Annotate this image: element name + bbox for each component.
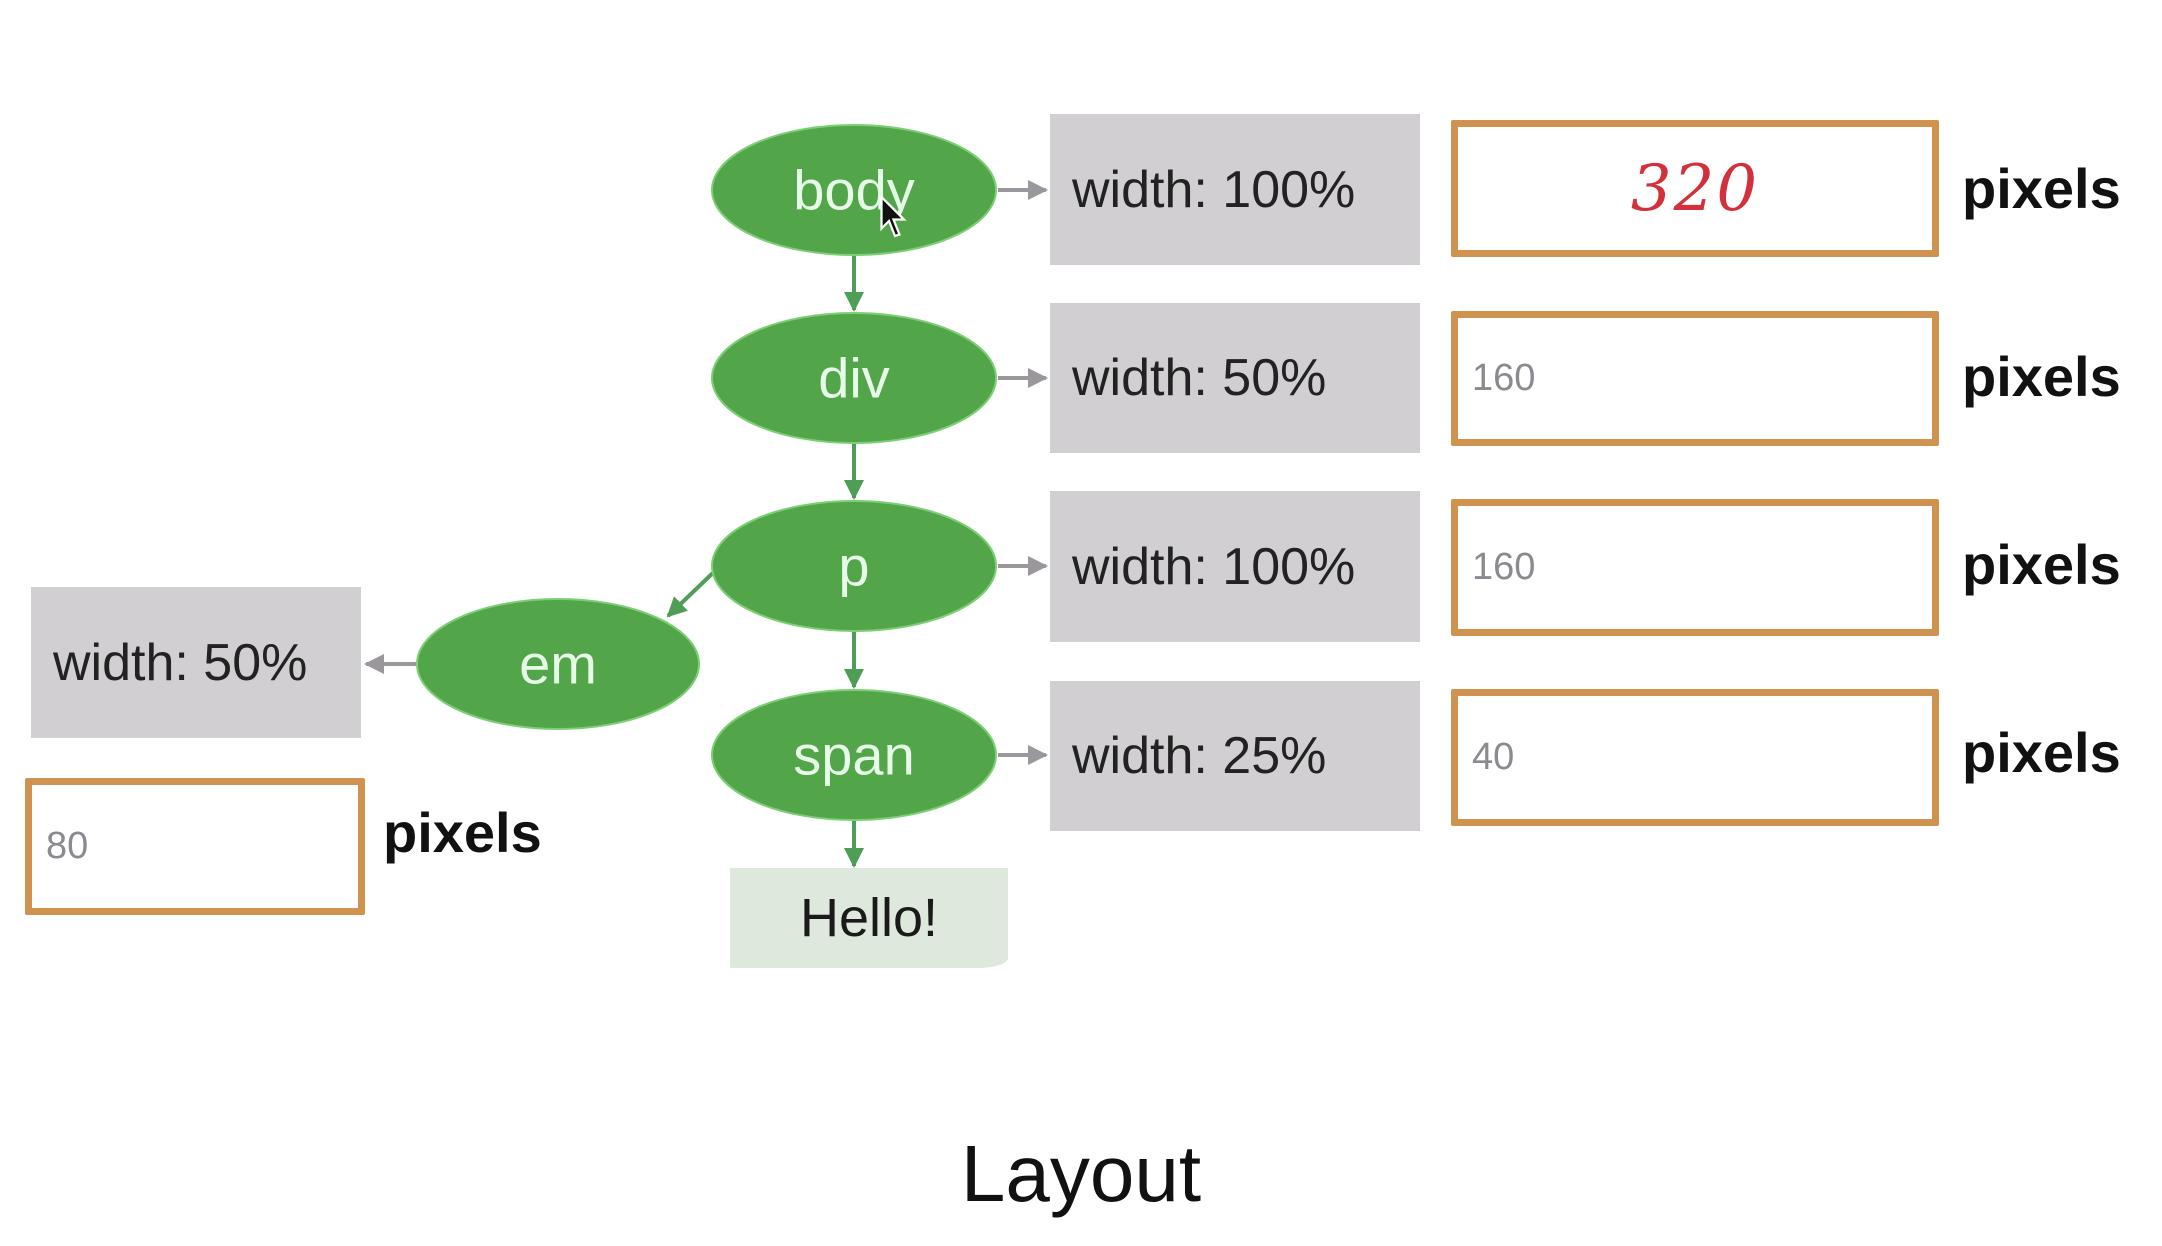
unit-label-p: pixels [1962,533,2121,596]
unit-label-span: pixels [1962,721,2121,784]
edge-p-em [666,568,718,618]
mouse-pointer-icon [880,195,907,238]
node-div-label: div [818,347,890,410]
value-field-body[interactable]: 320 [1451,120,1939,257]
node-em[interactable]: em [416,598,700,730]
property-box-span: width: 25% [1050,681,1420,831]
property-box-p: width: 100% [1050,491,1420,642]
property-box-em: width: 50% [31,587,361,738]
node-p-label: p [838,535,869,598]
slide-caption: Layout [960,1129,1202,1218]
node-body[interactable]: body [711,124,997,256]
value-field-p[interactable]: 160 [1451,499,1939,636]
node-span-label: span [793,724,914,787]
node-div[interactable]: div [711,312,997,444]
unit-label-em: pixels [383,801,542,864]
unit-label-body: pixels [1962,157,2121,220]
value-field-div[interactable]: 160 [1451,311,1939,446]
property-box-div: width: 50% [1050,303,1420,453]
text-node-hello: Hello! [730,868,1008,968]
value-field-span[interactable]: 40 [1451,689,1939,826]
value-field-em[interactable]: 80 [25,778,365,915]
node-span[interactable]: span [711,689,997,821]
node-em-label: em [519,633,597,696]
node-p[interactable]: p [711,500,997,632]
property-box-body: width: 100% [1050,114,1420,265]
unit-label-div: pixels [1962,345,2121,408]
